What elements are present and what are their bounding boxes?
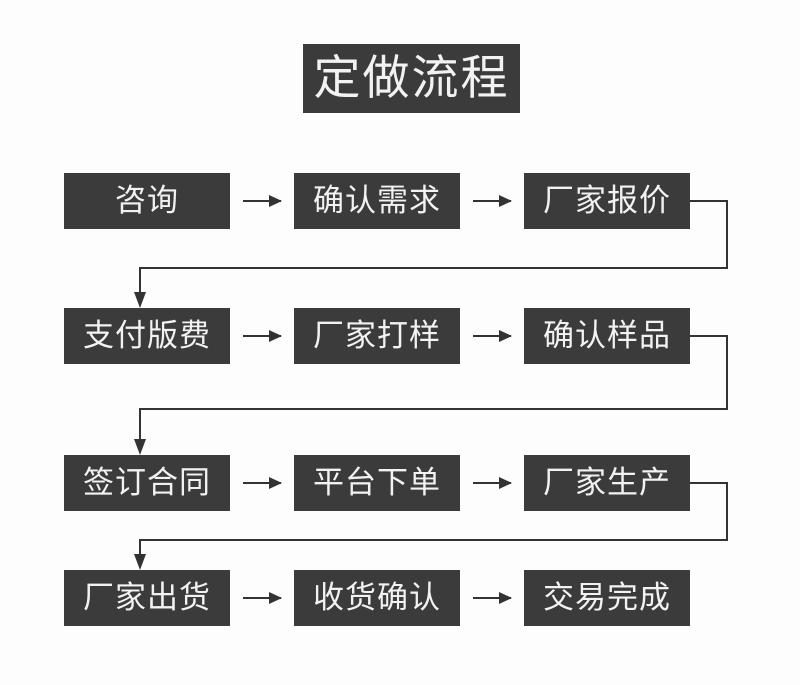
flow-node-platform-order[interactable]: 平台下单	[294, 455, 460, 511]
arrow-icon-r3-b	[473, 477, 512, 489]
arrow-icon-r1-a	[243, 195, 282, 207]
flow-node-receipt-confirm[interactable]: 收货确认	[294, 570, 460, 626]
flow-node-confirm-requirements[interactable]: 确认需求	[294, 173, 460, 229]
arrow-icon-r4-b	[473, 592, 512, 604]
flow-node-label: 厂家打样	[313, 317, 441, 354]
flow-node-label: 签订合同	[83, 464, 211, 501]
flow-row-1: 咨询 确认需求 厂家报价	[0, 173, 800, 229]
flow-node-label: 支付版费	[83, 317, 211, 354]
arrow-icon-r1-b	[473, 195, 512, 207]
flow-node-transaction-complete[interactable]: 交易完成	[524, 570, 690, 626]
arrow-icon-r3-a	[243, 477, 282, 489]
flow-row-4: 厂家出货 收货确认 交易完成	[0, 570, 800, 626]
flow-node-consult[interactable]: 咨询	[64, 173, 230, 229]
flow-node-label: 厂家报价	[543, 182, 671, 219]
page-title: 定做流程	[313, 51, 510, 106]
flow-row-2: 支付版费 厂家打样 确认样品	[0, 308, 800, 364]
connector-arrowhead-3	[134, 554, 146, 570]
flow-node-factory-sample[interactable]: 厂家打样	[294, 308, 460, 364]
flow-node-label: 确认样品	[543, 317, 671, 354]
flow-node-label: 平台下单	[313, 464, 441, 501]
flow-row-3: 签订合同 平台下单 厂家生产	[0, 455, 800, 511]
arrow-icon-r2-b	[473, 330, 512, 342]
flow-node-label: 咨询	[115, 182, 179, 219]
flow-node-label: 确认需求	[313, 182, 441, 219]
flow-node-label: 交易完成	[543, 579, 671, 616]
flow-node-label: 厂家出货	[83, 579, 211, 616]
flow-node-factory-quote[interactable]: 厂家报价	[524, 173, 690, 229]
diagram-title-box: 定做流程	[303, 44, 520, 113]
arrow-icon-r4-a	[243, 592, 282, 604]
connector-arrowhead-1	[134, 292, 146, 308]
flow-node-pay-plate-fee[interactable]: 支付版费	[64, 308, 230, 364]
connector-arrowhead-2	[134, 439, 146, 455]
flow-node-factory-shipment[interactable]: 厂家出货	[64, 570, 230, 626]
flow-node-label: 收货确认	[313, 579, 441, 616]
flow-node-confirm-sample[interactable]: 确认样品	[524, 308, 690, 364]
flow-node-factory-production[interactable]: 厂家生产	[524, 455, 690, 511]
flow-node-label: 厂家生产	[543, 464, 671, 501]
flow-node-sign-contract[interactable]: 签订合同	[64, 455, 230, 511]
arrow-icon-r2-a	[243, 330, 282, 342]
